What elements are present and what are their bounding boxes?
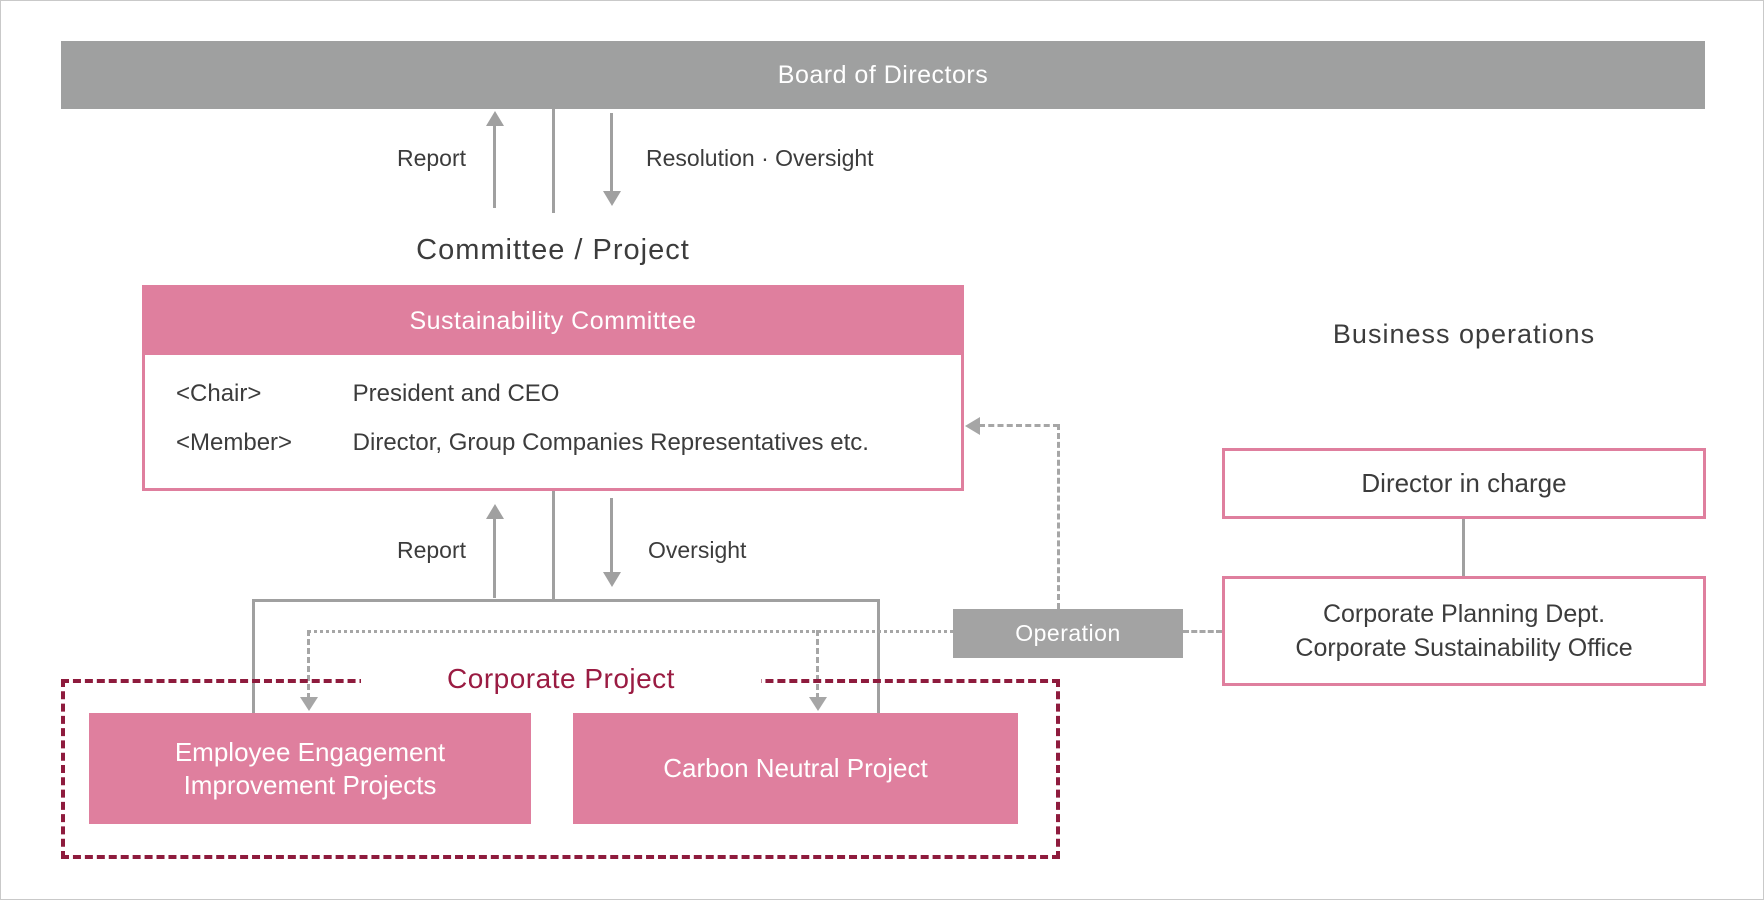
project-report-arrow-shaft [493, 517, 496, 598]
operation-committee-arrowhead-icon [965, 417, 980, 435]
board-report-arrow-shaft [493, 124, 496, 208]
bracket-left-drop-line [252, 599, 255, 713]
carbon-project-line1: Carbon Neutral Project [663, 753, 928, 783]
director-planning-connector-line [1462, 519, 1465, 576]
project-oversight-arrowhead-icon [603, 572, 621, 587]
project-report-arrowhead-icon [486, 504, 504, 519]
board-oversight-arrow-shaft [610, 113, 613, 192]
sustainability-committee-body: <Chair> President and CEO <Member> Direc… [145, 355, 961, 458]
board-of-directors-box: Board of Directors [61, 41, 1705, 109]
employee-project-line2: Improvement Projects [183, 769, 437, 800]
board-report-arrowhead-icon [486, 111, 504, 126]
corporate-planning-line1: Corporate Planning Dept. [1322, 600, 1606, 628]
corporate-planning-line2: Corporate Sustainability Office [1295, 634, 1633, 662]
sustainability-committee-box: Sustainability Committee <Chair> Preside… [142, 285, 964, 491]
committee-member-row: <Member> Director, Group Companies Repre… [176, 428, 951, 458]
bracket-right-drop-line [877, 599, 880, 713]
operation-projects-dotted-line [308, 630, 953, 633]
member-value: Director, Group Companies Representative… [352, 429, 869, 456]
operation-employee-dashed-drop [307, 630, 310, 699]
project-oversight-arrow-shaft [610, 498, 613, 573]
chair-label: <Chair> [176, 380, 262, 407]
board-of-directors-label: Board of Directors [777, 60, 989, 89]
board-resolution-oversight-label: Resolution · Oversight [646, 145, 874, 171]
sustainability-committee-title: Sustainability Committee [145, 288, 961, 355]
employee-project-line1: Employee Engagement [174, 736, 446, 767]
business-operations-heading: Business operations [1332, 319, 1596, 349]
operation-carbon-dashed-drop [816, 630, 819, 699]
employee-engagement-project-box: Employee Engagement Improvement Projects [89, 713, 531, 824]
board-committee-connector-line [552, 109, 555, 213]
corporate-planning-box: Corporate Planning Dept. Corporate Susta… [1222, 576, 1706, 686]
operation-committee-dashed-line-v [1057, 424, 1060, 609]
committee-chair-row: <Chair> President and CEO [176, 379, 951, 409]
project-oversight-label: Oversight [648, 537, 747, 563]
operation-label: Operation [1015, 620, 1121, 646]
director-in-charge-box: Director in charge [1222, 448, 1706, 519]
chair-value: President and CEO [352, 380, 560, 407]
corporate-project-label: Corporate Project [361, 659, 761, 699]
project-report-label: Report [396, 537, 466, 563]
operation-box: Operation [953, 609, 1183, 658]
director-in-charge-label: Director in charge [1361, 468, 1567, 498]
board-oversight-arrowhead-icon [603, 191, 621, 206]
operation-planning-dashed-link [1183, 630, 1222, 633]
operation-employee-arrowhead-icon [300, 697, 318, 711]
committee-project-heading: Committee / Project [416, 234, 690, 266]
carbon-neutral-project-box: Carbon Neutral Project [573, 713, 1018, 824]
bracket-horizontal-line [252, 599, 880, 602]
committee-bracket-connector-line [552, 491, 555, 601]
operation-carbon-arrowhead-icon [809, 697, 827, 711]
operation-committee-dashed-line-h [979, 424, 1059, 427]
board-report-label: Report [396, 145, 466, 171]
member-label: <Member> [176, 429, 293, 456]
